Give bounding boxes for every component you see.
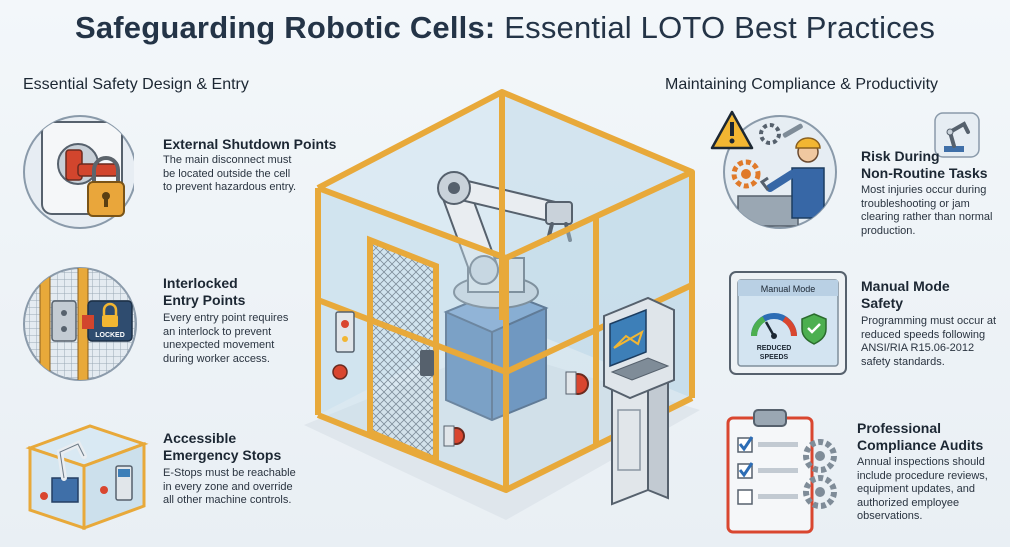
non-routine-title-1: Risk During — [861, 148, 940, 164]
external-shutdown-desc: The main disconnect must be located outs… — [163, 154, 297, 194]
audit-clipboard-icon — [722, 404, 842, 536]
small-robot-arm-icon — [934, 112, 980, 158]
page-title-light: Essential LOTO Best Practices — [504, 10, 936, 45]
worker-warning-icon — [710, 108, 840, 236]
manual-mode-screen-title: Manual Mode — [761, 284, 816, 294]
non-routine-desc: Most injuries occur during troubleshooti… — [861, 184, 993, 237]
page-title-bold: Safeguarding Robotic Cells: — [74, 10, 496, 45]
interlocked-entry-title-2: Entry Points — [163, 292, 246, 308]
left-section-heading: Essential Safety Design & Entry — [23, 76, 249, 93]
manual-mode-desc: Programming must occur at reduced speeds… — [861, 315, 997, 368]
manual-mode-title-1: Manual Mode — [861, 278, 950, 294]
compliance-audits-title-1: Professional — [857, 420, 942, 436]
compliance-audits-desc: Annual inspections should include proced… — [857, 456, 988, 523]
reduced-speeds-label-1: REDUCED — [757, 345, 792, 352]
disconnect-padlock-icon — [22, 112, 134, 232]
interlocked-entry-desc: Every entry point requires an interlock … — [163, 312, 289, 365]
emergency-stops-title-2: Emergency Stops — [163, 447, 282, 463]
compliance-audits-title-2: Compliance Audits — [857, 437, 984, 453]
interlock-locked-badge: LOCKED — [95, 332, 125, 339]
emergency-stops-title-1: Accessible — [163, 430, 237, 446]
emergency-stops-desc: E-Stops must be reachable in every zone … — [163, 467, 296, 507]
manual-mode-screen-icon: Manual Mode REDUCED SPEEDS — [728, 270, 848, 376]
interlock-lock-icon: LOCKED — [22, 265, 138, 383]
non-routine-title-2: Non-Routine Tasks — [861, 165, 988, 181]
mini-robot-cell-icon — [20, 418, 150, 533]
page-title: Safeguarding Robotic Cells: Essential LO… — [0, 10, 1010, 46]
robotic-cell-illustration — [296, 80, 704, 546]
interlocked-entry-title-1: Interlocked — [163, 275, 238, 291]
reduced-speeds-label-2: SPEEDS — [760, 354, 789, 361]
right-section-heading: Maintaining Compliance & Productivity — [665, 76, 939, 93]
manual-mode-title-2: Safety — [861, 295, 904, 311]
external-shutdown-title: External Shutdown Points — [163, 136, 337, 152]
